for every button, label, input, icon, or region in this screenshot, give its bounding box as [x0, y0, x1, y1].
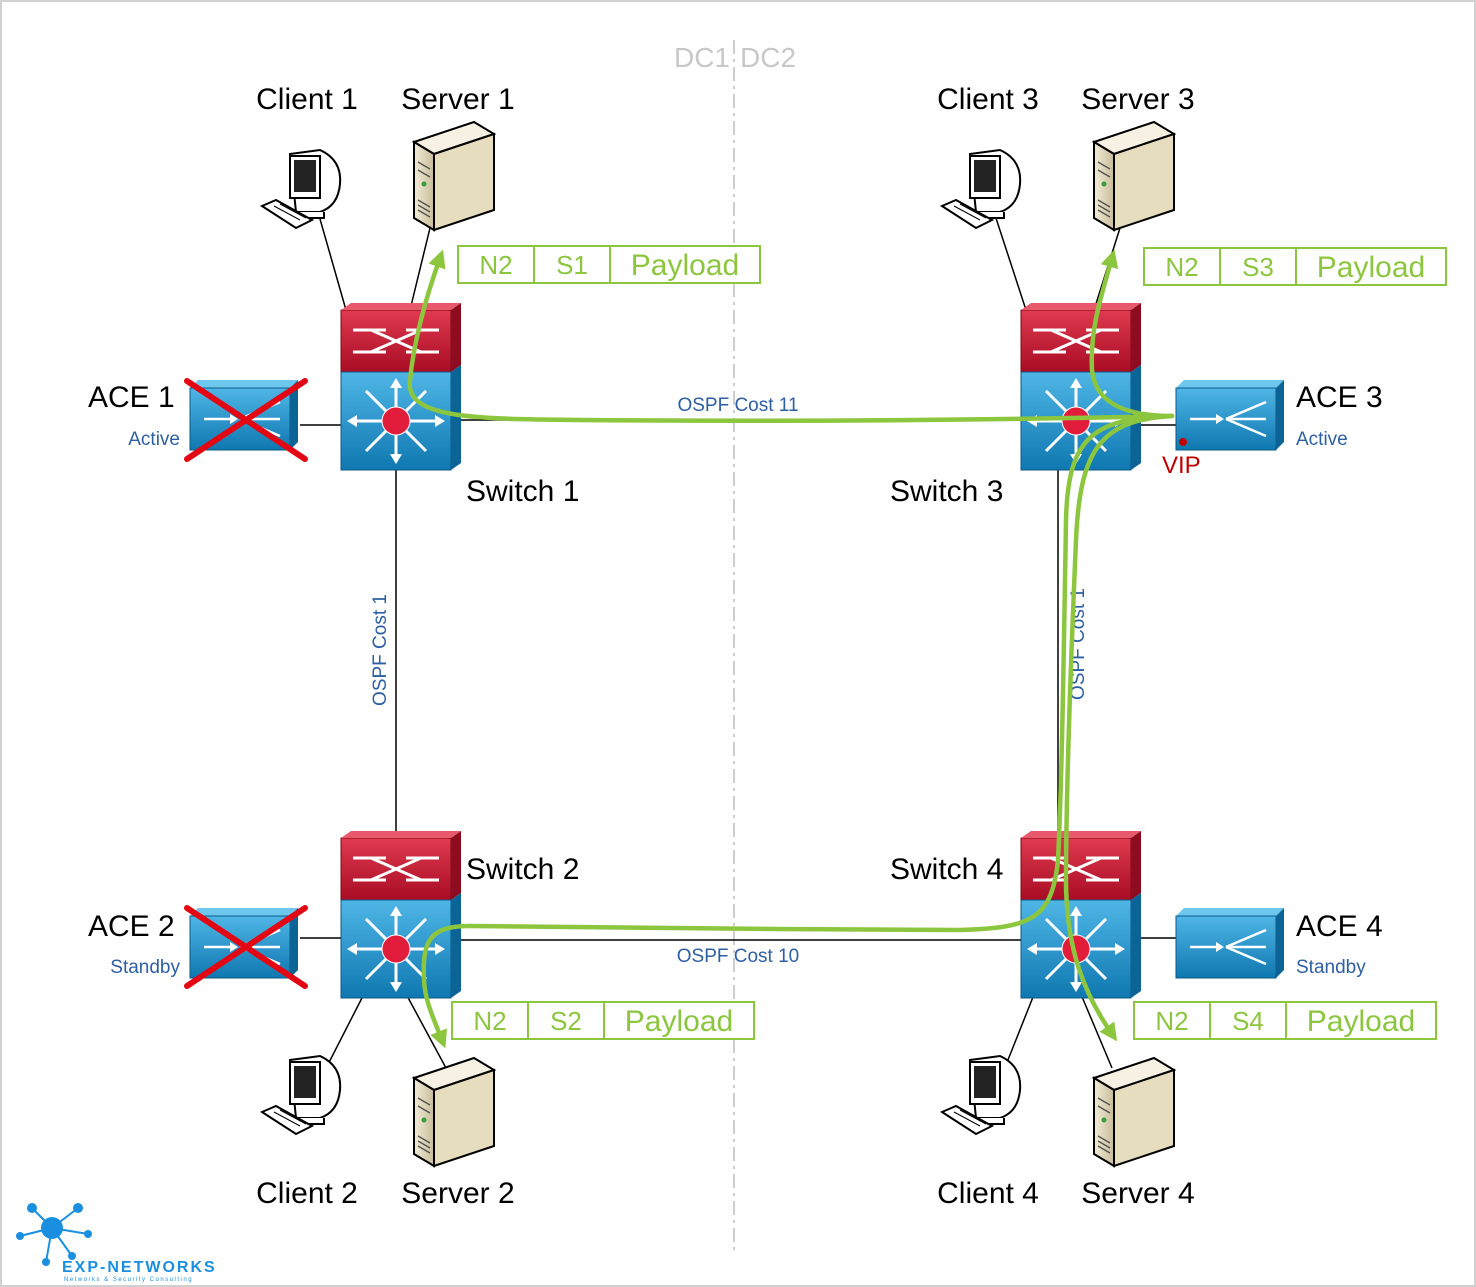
packet-field-payload: Payload: [1317, 251, 1425, 284]
link-s2-sw2: [404, 991, 447, 1069]
link-s1-sw1: [409, 227, 431, 311]
packet-field-n: N2: [1155, 1006, 1188, 1036]
client-4-label: Client 4: [937, 1177, 1039, 1210]
packet-field-n: N2: [473, 1006, 506, 1036]
client-4: Client 4: [937, 1055, 1039, 1210]
switch-2: Switch 2: [339, 829, 579, 1000]
dc1-label: DC1: [674, 42, 730, 73]
server-2-label: Server 2: [401, 1177, 514, 1210]
packet-server-3: N2 S3 Payload: [1143, 247, 1447, 286]
ace-3-state: Active: [1296, 429, 1348, 450]
ospf-cost-sw1-sw2: OSPF Cost 1: [370, 594, 391, 706]
ace-3-label: ACE 3: [1296, 381, 1383, 414]
switch-1: Switch 1: [339, 301, 579, 508]
client-1-label: Client 1: [256, 83, 358, 116]
exp-networks-logo: EXP-NETWORKS Networks & Security Consult…: [16, 1203, 217, 1283]
logo-tagline: Networks & Security Consulting: [64, 1277, 193, 1283]
ace-2-state: Standby: [110, 957, 180, 978]
packet-field-payload: Payload: [1307, 1005, 1415, 1038]
traffic-path-to-server-3: [1089, 249, 1175, 419]
switch-2-label: Switch 2: [466, 853, 579, 886]
switch-3-label: Switch 3: [890, 475, 1003, 508]
server-icon: [413, 1057, 495, 1167]
link-c3-sw3: [993, 211, 1027, 311]
ospf-cost-sw2-sw4: OSPF Cost 10: [677, 946, 800, 967]
ace-1: ACE 1 Active: [88, 380, 305, 459]
client-3: Client 3: [937, 83, 1039, 229]
packet-server-2: N2 S2 Payload: [451, 1001, 755, 1040]
packet-field-s: S2: [550, 1006, 582, 1036]
link-c1-sw1: [317, 211, 347, 311]
packet-server-4: N2 S4 Payload: [1133, 1001, 1437, 1040]
link-s4-sw4: [1079, 991, 1113, 1069]
packet-field-s: S3: [1242, 252, 1274, 282]
packet-field-n: N2: [1165, 252, 1198, 282]
server-4: Server 4: [1081, 1057, 1195, 1210]
server-icon: [1093, 121, 1175, 231]
server-icon: [413, 121, 495, 231]
traffic-path-to-server-1: [407, 249, 1175, 424]
vip-dot: [1179, 438, 1187, 446]
traffic-path-to-server-4: [1063, 413, 1175, 1042]
switch-4-label: Switch 4: [890, 853, 1003, 886]
client-3-label: Client 3: [937, 83, 1039, 116]
ace-4-state: Standby: [1296, 957, 1366, 978]
ace-2: ACE 2 Standby: [88, 908, 305, 986]
ace-1-state: Active: [128, 429, 180, 450]
server-4-label: Server 4: [1081, 1177, 1194, 1210]
ospf-cost-sw1-sw3: OSPF Cost 11: [677, 395, 798, 416]
client-2: Client 2: [256, 1055, 358, 1210]
server-2: Server 2: [401, 1057, 515, 1210]
ace-4-label: ACE 4: [1296, 910, 1383, 943]
ace-4: ACE 4 Standby: [1174, 906, 1383, 980]
server-1-label: Server 1: [401, 83, 514, 116]
server-1: Server 1: [401, 83, 515, 231]
packet-field-n: N2: [479, 250, 512, 280]
traffic-path-to-server-2: [421, 413, 1175, 1049]
switch-1-label: Switch 1: [466, 475, 579, 508]
switch-icon: [339, 829, 463, 1000]
traffic-paths: [407, 249, 1175, 1049]
ace-1-label: ACE 1: [88, 381, 175, 414]
server-3-label: Server 3: [1081, 83, 1194, 116]
client-2-label: Client 2: [256, 1177, 358, 1210]
dc2-label: DC2: [740, 42, 796, 73]
server-3: Server 3: [1081, 83, 1195, 231]
packet-server-1: N2 S1 Payload: [457, 245, 761, 284]
ace-3: ACE 3 Active VIP: [1162, 378, 1383, 479]
packet-field-s: S4: [1232, 1006, 1264, 1036]
packet-field-s: S1: [556, 250, 588, 280]
switch-3: Switch 3: [890, 301, 1143, 508]
client-1: Client 1: [256, 83, 358, 229]
switch-4: Switch 4: [890, 829, 1143, 1000]
ace-2-label: ACE 2: [88, 910, 175, 943]
ace-icon: [1174, 906, 1286, 980]
ace-icon: [1174, 378, 1286, 452]
vip-label: VIP: [1162, 452, 1201, 479]
switch-icon: [339, 301, 463, 472]
logo-name: EXP-NETWORKS: [62, 1259, 217, 1276]
packet-field-payload: Payload: [631, 249, 739, 282]
packet-field-payload: Payload: [625, 1005, 733, 1038]
server-icon: [1093, 1057, 1175, 1167]
